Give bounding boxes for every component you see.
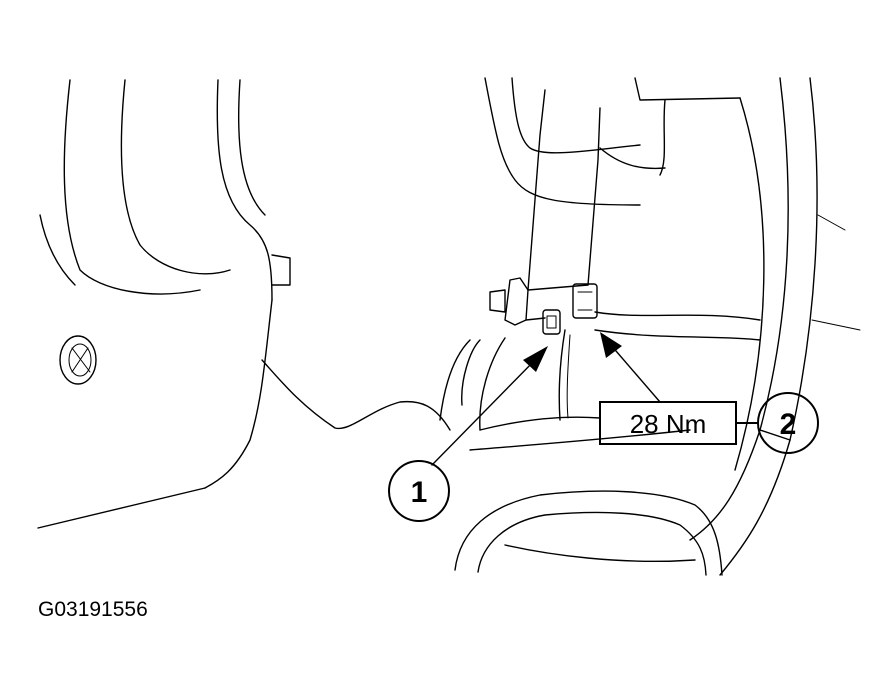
right-curved-member <box>689 77 861 576</box>
callout-2: 2 <box>757 392 819 454</box>
bolt-1 <box>542 309 561 335</box>
callout-1-number: 1 <box>411 476 428 509</box>
grommet-hole <box>59 335 97 385</box>
callout-1-leader <box>431 346 548 466</box>
callout-2-leader <box>600 332 661 403</box>
left-panel-outline <box>37 79 451 529</box>
torque-spec-text: 28 Nm <box>630 409 707 439</box>
bolt-2 <box>572 283 598 319</box>
callout-1: 1 <box>388 460 450 522</box>
upper-column <box>484 77 741 291</box>
torque-label: 28 Nm <box>599 401 758 445</box>
lower-tray <box>454 490 723 576</box>
arrow-1 <box>523 346 548 372</box>
arrow-2 <box>600 332 622 358</box>
figure-id: G03191556 <box>38 598 148 621</box>
bracket-assembly <box>439 277 761 451</box>
callout-2-number: 2 <box>780 408 797 441</box>
